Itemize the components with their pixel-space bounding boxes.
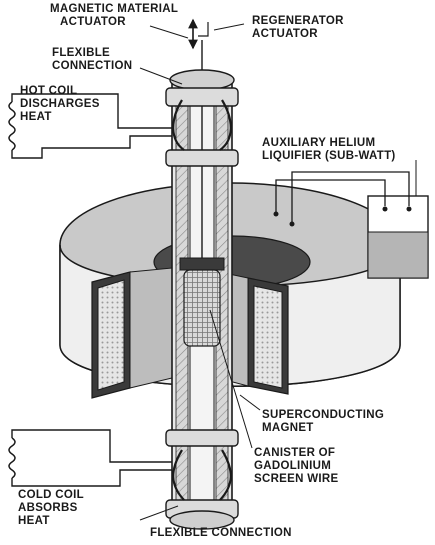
label-hot-coil-line1: HOT COIL bbox=[20, 85, 77, 97]
label-flexible-connection-top-line2: CONNECTION bbox=[52, 60, 132, 72]
label-flexible-connection-top: FLEXIBLE CONNECTION bbox=[52, 47, 132, 72]
actuator-arrows bbox=[193, 20, 208, 48]
label-canister-line2: GADOLINIUM bbox=[254, 460, 331, 472]
label-auxiliary-liquifier-line1: AUXILIARY HELIUM bbox=[262, 137, 375, 149]
label-hot-coil-line3: HEAT bbox=[20, 111, 52, 123]
label-superconducting-magnet-line2: MAGNET bbox=[262, 422, 314, 434]
label-magnetic-actuator: MAGNETIC MATERIAL ACTUATOR bbox=[50, 3, 178, 28]
label-flexible-connection-top-line1: FLEXIBLE bbox=[52, 47, 110, 59]
label-canister-line1: CANISTER OF bbox=[254, 447, 335, 459]
label-auxiliary-liquifier-line2: LIQUIFIER (SUB-WATT) bbox=[262, 150, 396, 162]
label-superconducting-magnet-line1: SUPERCONDUCTING bbox=[262, 409, 384, 421]
label-canister-line3: SCREEN WIRE bbox=[254, 473, 338, 485]
label-magnetic-actuator-line1: MAGNETIC MATERIAL bbox=[50, 3, 178, 15]
label-cold-coil: COLD COIL ABSORBS HEAT bbox=[18, 489, 84, 527]
label-regenerator-actuator-line2: ACTUATOR bbox=[252, 28, 318, 40]
cold-coil bbox=[9, 430, 172, 486]
label-cold-coil-line3: HEAT bbox=[18, 515, 50, 527]
label-cold-coil-line2: ABSORBS bbox=[18, 502, 78, 514]
label-flexible-connection-bottom-line1: FLEXIBLE CONNECTION bbox=[150, 527, 292, 539]
label-canister: CANISTER OF GADOLINIUM SCREEN WIRE bbox=[254, 447, 338, 485]
label-flexible-connection-bottom: FLEXIBLE CONNECTION bbox=[150, 527, 292, 539]
label-hot-coil: HOT COIL DISCHARGES HEAT bbox=[20, 85, 100, 123]
label-magnetic-actuator-line2: ACTUATOR bbox=[60, 16, 126, 28]
label-regenerator-actuator: REGENERATOR ACTUATOR bbox=[252, 15, 344, 40]
label-auxiliary-liquifier: AUXILIARY HELIUM LIQUIFIER (SUB-WATT) bbox=[262, 137, 396, 162]
label-regenerator-actuator-line1: REGENERATOR bbox=[252, 15, 344, 27]
label-cold-coil-line1: COLD COIL bbox=[18, 489, 84, 501]
label-hot-coil-line2: DISCHARGES bbox=[20, 98, 100, 110]
label-superconducting-magnet: SUPERCONDUCTING MAGNET bbox=[262, 409, 384, 434]
